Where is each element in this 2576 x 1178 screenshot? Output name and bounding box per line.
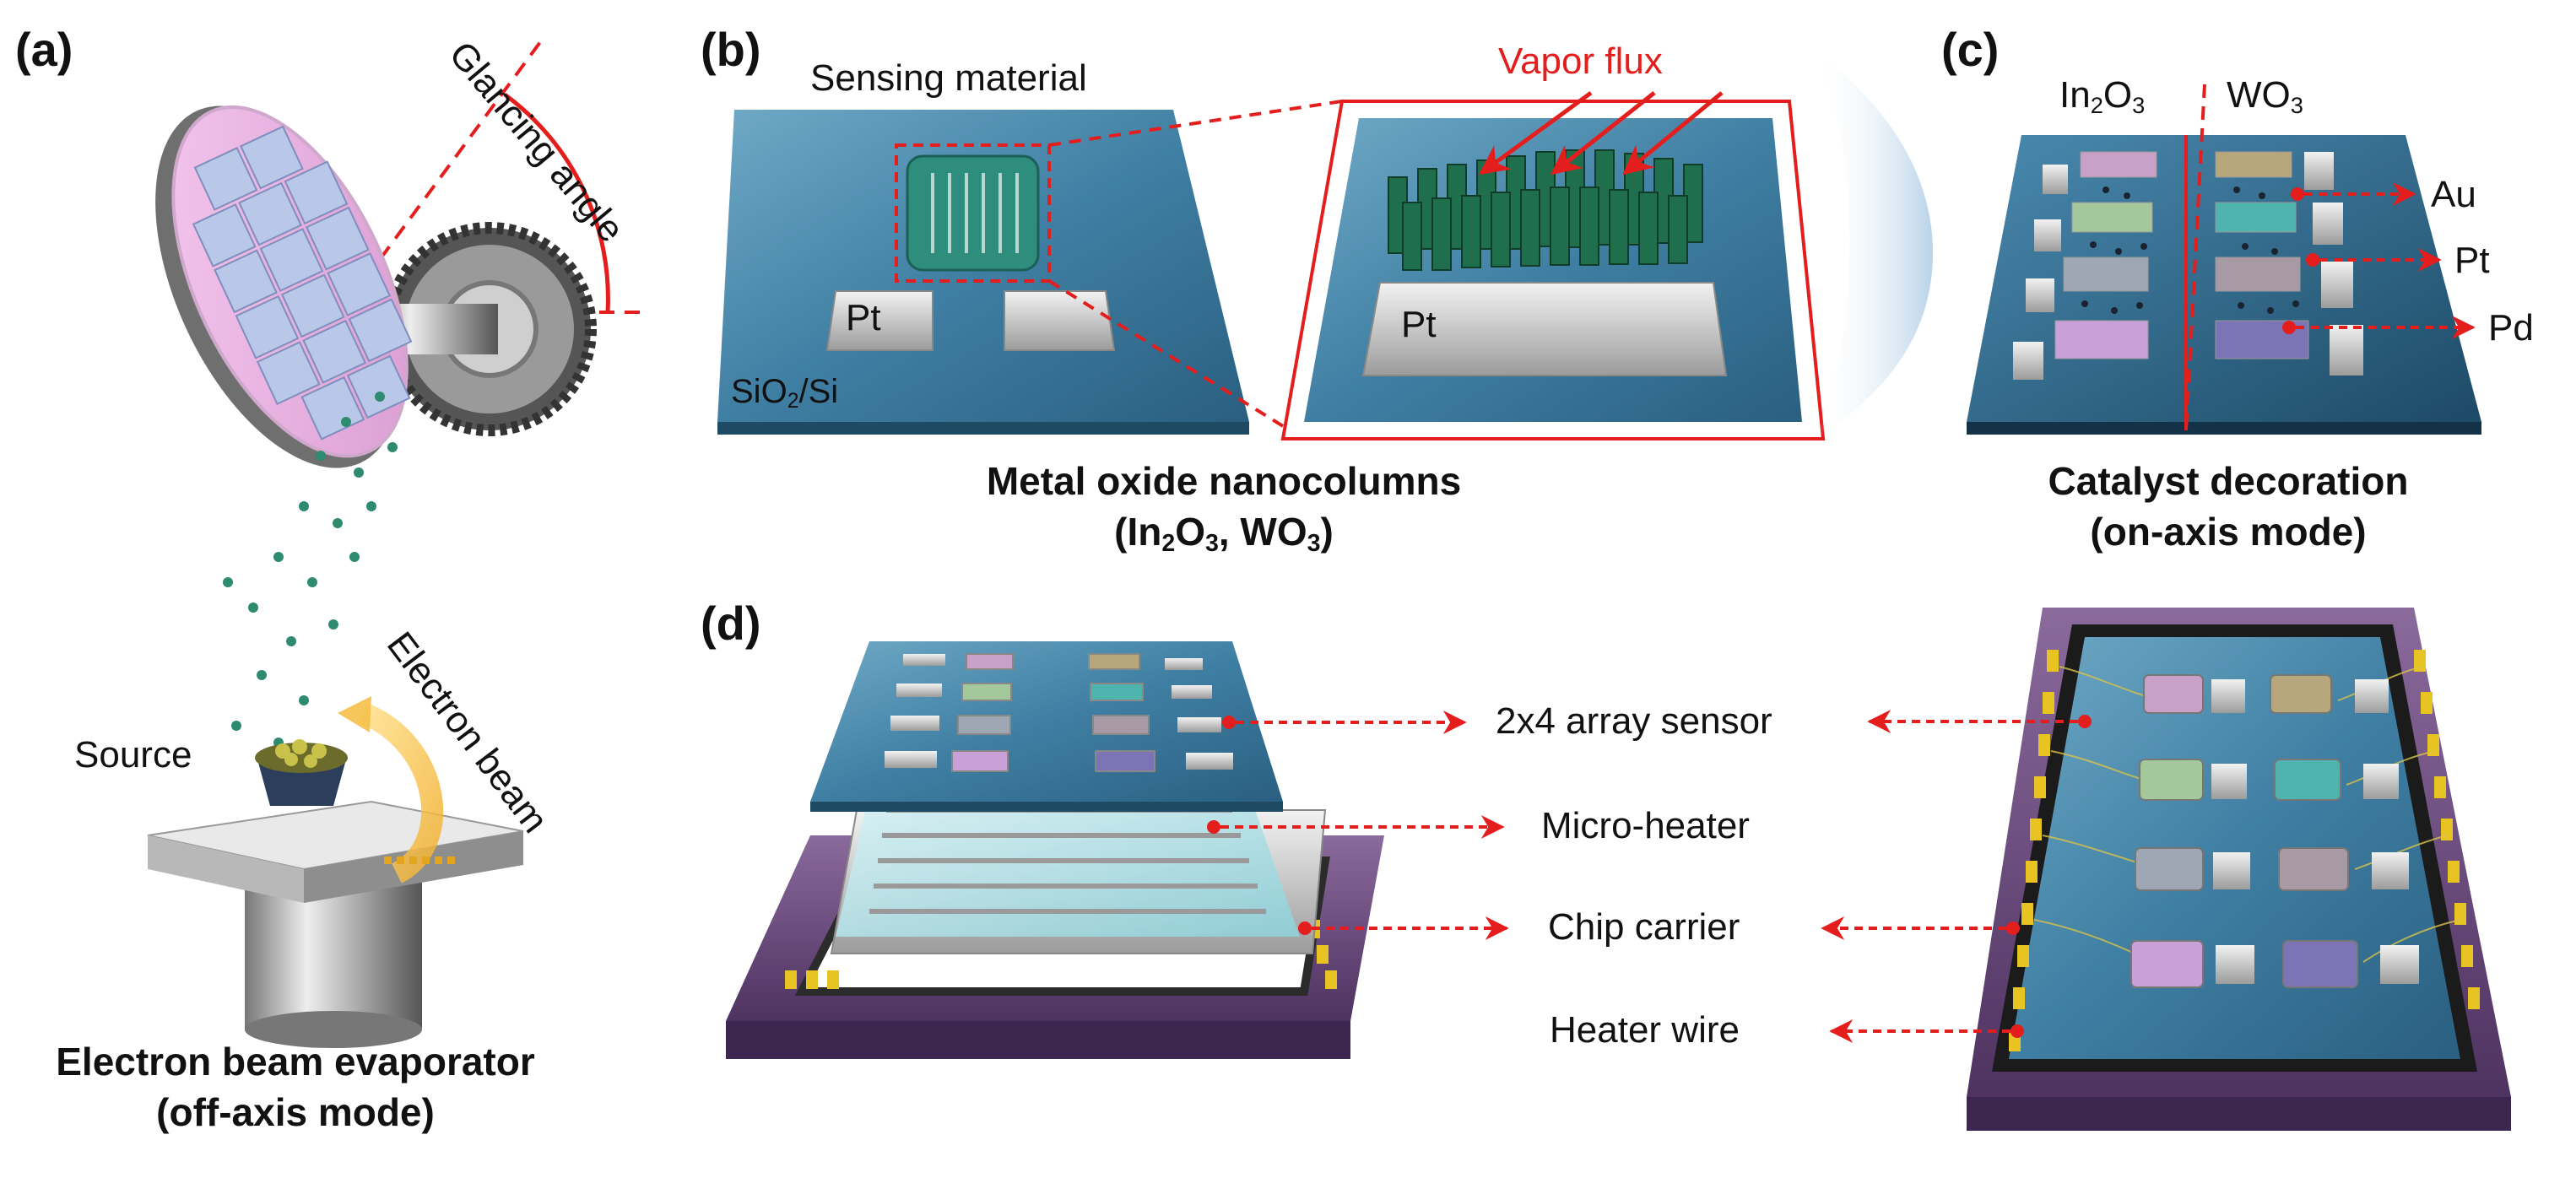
in2o3-label: In2O3 xyxy=(2059,74,2145,119)
flow-arrow xyxy=(1815,51,1933,439)
panel-c-caption-line2: (on-axis mode) xyxy=(2090,510,2367,554)
substrate-label: SiO2/Si xyxy=(731,373,838,413)
cap-b-sub1: 2 xyxy=(1161,530,1176,558)
micro-heater-label: Micro-heater xyxy=(1541,805,1750,846)
cap-b-pre: (In xyxy=(1114,510,1162,554)
panel-b-letter: (b) xyxy=(701,23,761,76)
substrate-label-tail: /Si xyxy=(798,373,839,410)
assembled-device xyxy=(1967,608,2511,1131)
in2o3-s2: 3 xyxy=(2132,91,2146,118)
panel-c-caption: Catalyst decoration (on-axis mode) xyxy=(1933,456,2524,557)
chip-carrier-label: Chip carrier xyxy=(1548,906,1740,948)
panel-a xyxy=(147,41,650,1048)
array-sensor-label: 2x4 array sensor xyxy=(1496,700,1772,742)
panel-c xyxy=(1967,84,2481,435)
panel-a-letter: (a) xyxy=(15,23,73,76)
panel-b xyxy=(717,51,1933,440)
panel-b-caption-line1: Metal oxide nanocolumns xyxy=(986,459,1462,503)
panel-a-caption-line2: (off-axis mode) xyxy=(156,1090,435,1134)
zoom-line-bottom xyxy=(1047,279,1285,428)
vapor-flux-arrow-3 xyxy=(1622,91,1724,176)
in2o3-electrodes xyxy=(2013,151,2157,380)
glancing-angle-arc xyxy=(503,92,610,313)
pt-pad-zoom xyxy=(1361,282,1728,376)
panel-c-letter: (c) xyxy=(1941,23,2000,76)
panel-b-caption: Metal oxide nanocolumns (In2O3, WO3) xyxy=(928,456,1519,569)
interdigitated-fingers xyxy=(931,173,1019,253)
source-label: Source xyxy=(74,734,192,775)
heater-wire-label: Heater wire xyxy=(1550,1009,1740,1051)
panel-d-letter: (d) xyxy=(701,597,761,650)
substrate-label-sub: 2 xyxy=(787,390,799,413)
wo3-label: WO3 xyxy=(2227,74,2303,119)
pt-pad-right xyxy=(1004,290,1116,351)
pt-pad-left xyxy=(825,290,934,351)
au-label: Au xyxy=(2431,174,2476,215)
cap-b-mid2: , WO xyxy=(1218,510,1307,554)
wo3-a: WO xyxy=(2227,74,2291,116)
zoom-frame xyxy=(1280,90,1826,440)
nanocolumns xyxy=(1388,149,1703,271)
vapor-flux-label: Vapor flux xyxy=(1498,41,1663,82)
micro-heater-layer xyxy=(836,793,1300,937)
pt-label-zoom: Pt xyxy=(1401,304,1437,345)
panel-a-caption-line1: Electron beam evaporator xyxy=(56,1040,535,1083)
sensor-pads xyxy=(951,653,1155,772)
pt-label-c: Pt xyxy=(2454,240,2490,281)
vapor-flux-arrow-2 xyxy=(1550,91,1656,176)
cap-b-sub2: 3 xyxy=(1205,530,1219,558)
sensing-material-label: Sensing material xyxy=(810,57,1087,99)
substrate-holder xyxy=(155,105,413,468)
wo3-s: 3 xyxy=(2290,91,2303,118)
panel-a-caption: Electron beam evaporator (off-axis mode) xyxy=(0,1036,591,1137)
catalyst-particles xyxy=(2081,186,2299,314)
vapor-flux-arrow-1 xyxy=(1479,90,1593,176)
panel-d xyxy=(726,608,2511,1131)
zoom-line-top xyxy=(1048,100,1343,147)
cap-b-sub3: 3 xyxy=(1307,530,1321,558)
panel-b-caption-line2: (In2O3, WO3) xyxy=(928,506,1519,569)
cap-b-mid: O xyxy=(1175,510,1206,554)
divider-line xyxy=(2184,84,2206,431)
in2o3-s1: 2 xyxy=(2090,91,2103,118)
evaporator xyxy=(147,696,524,1048)
substrate-label-main: SiO xyxy=(731,373,787,410)
sensing-material-block xyxy=(906,154,1040,272)
pd-label: Pd xyxy=(2488,307,2534,349)
panel-c-caption-line1: Catalyst decoration xyxy=(2048,459,2409,503)
pt-label-left: Pt xyxy=(846,297,881,338)
cap-b-end: ) xyxy=(1320,510,1334,554)
in2o3-a: In xyxy=(2059,74,2091,116)
in2o3-b: O xyxy=(2102,74,2133,116)
